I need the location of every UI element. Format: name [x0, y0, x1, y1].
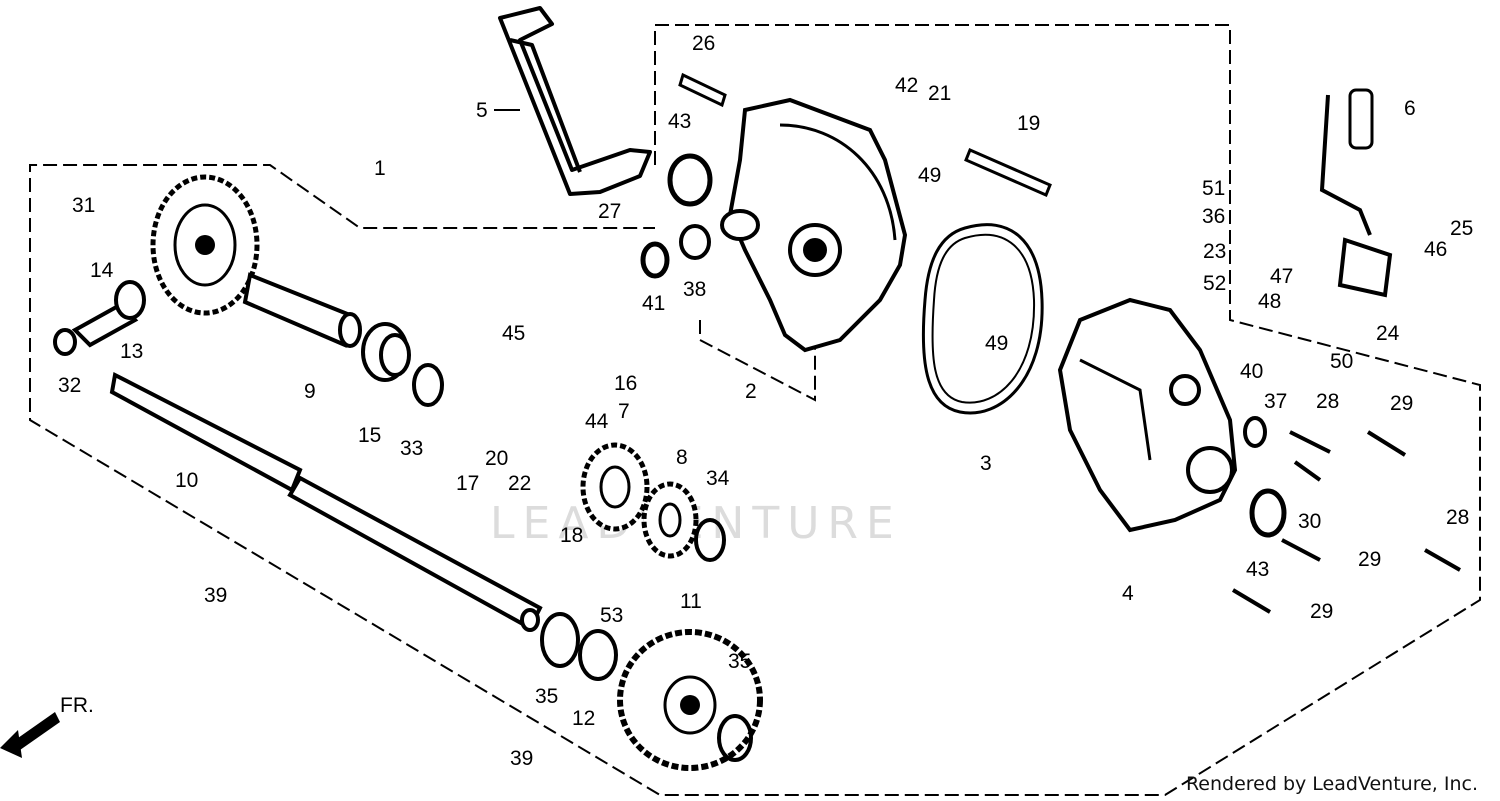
callout-1: 1: [374, 157, 386, 180]
pinion-shaft: [53, 280, 146, 356]
collar-gear: [361, 322, 411, 382]
bearing-43b: [1249, 488, 1287, 538]
callout-31: 31: [72, 194, 95, 217]
grip-part: [1348, 88, 1374, 150]
callout-4: 4: [1122, 582, 1134, 605]
callout-2: 2: [745, 380, 757, 403]
gasket-part: [921, 223, 1044, 415]
bracket-part: [498, 6, 652, 196]
callout-9: 9: [304, 380, 316, 403]
seal-40: [1243, 416, 1267, 448]
callout-51: 51: [1202, 177, 1225, 200]
callout-37: 37: [1264, 390, 1287, 413]
countershaft: [242, 272, 362, 348]
callout-29a: 29: [1390, 392, 1413, 415]
bolts: [1231, 430, 1461, 614]
callout-28b: 28: [1446, 506, 1469, 529]
transmission-case: [1057, 297, 1238, 533]
bolt-26: [678, 72, 727, 108]
seal-41: [640, 241, 670, 279]
render-credit: Rendered by LeadVenture, Inc.: [1185, 773, 1478, 795]
callout-5: 5: [476, 99, 488, 122]
sprocket-8: [641, 481, 699, 559]
washer-35a: [540, 612, 580, 668]
group-outline: [29, 24, 1481, 796]
lever-assembly: [1319, 94, 1393, 298]
callout-26: 26: [692, 32, 715, 55]
callout-33: 33: [400, 437, 423, 460]
callout-49a: 49: [918, 164, 941, 187]
callout-48: 48: [1258, 290, 1281, 313]
callout-24: 24: [1376, 322, 1400, 345]
long-shaft: [109, 371, 543, 632]
callout-19: 19: [1017, 112, 1040, 135]
callout-30: 30: [1298, 510, 1321, 533]
callout-14: 14: [90, 259, 114, 282]
callout-50: 50: [1330, 350, 1353, 373]
bushing-38: [679, 224, 711, 260]
callout-43b: 43: [1246, 558, 1269, 581]
callout-52: 52: [1203, 272, 1226, 295]
washer-33: [412, 363, 444, 407]
callout-32: 32: [58, 374, 81, 397]
housing-cover: [720, 97, 908, 353]
callout-18: 18: [560, 524, 583, 547]
callout-10: 10: [175, 469, 198, 492]
callout-42: 42: [895, 74, 918, 97]
callout-39a: 39: [204, 584, 227, 607]
callout-47: 47: [1270, 265, 1293, 288]
callout-44: 44: [585, 410, 609, 433]
collar-12: [578, 629, 618, 681]
front-arrow-icon: FR.: [0, 694, 94, 758]
callout-49b: 49: [985, 332, 1008, 355]
callout-53: 53: [600, 604, 623, 627]
direction-label: FR.: [60, 694, 94, 717]
shaft-19: [964, 148, 1052, 197]
washer-34: [694, 518, 726, 562]
callout-34: 34: [706, 467, 730, 490]
bearing-43: [667, 153, 713, 207]
callout-41: 41: [642, 292, 665, 315]
callout-25: 25: [1450, 217, 1473, 240]
callout-labels: 1 2 3 4 5 6 7 8 9 10 11 12 13 14 15 16 1…: [58, 32, 1473, 770]
callout-7: 7: [618, 400, 630, 423]
sprocket-7: [580, 442, 650, 532]
callout-43a: 43: [668, 110, 691, 133]
callout-15: 15: [358, 424, 381, 447]
callout-38: 38: [683, 278, 706, 301]
callout-11: 11: [680, 590, 702, 613]
washer-35b: [717, 714, 753, 762]
callout-29b: 29: [1358, 548, 1381, 571]
callout-27: 27: [598, 200, 621, 223]
callout-35a: 35: [535, 685, 558, 708]
callout-40: 40: [1240, 360, 1263, 383]
callout-29c: 29: [1310, 600, 1333, 623]
callout-23: 23: [1203, 240, 1226, 263]
callout-8: 8: [676, 446, 688, 469]
sprocket-11: [617, 629, 763, 771]
callout-20: 20: [485, 447, 508, 470]
callout-13: 13: [120, 340, 143, 363]
callout-3: 3: [980, 452, 992, 475]
callout-39b: 39: [510, 747, 533, 770]
callout-28a: 28: [1316, 390, 1339, 413]
callout-12: 12: [572, 707, 595, 730]
callout-36: 36: [1202, 205, 1225, 228]
callout-35b: 35: [728, 650, 751, 673]
callout-16: 16: [614, 372, 637, 395]
callout-46: 46: [1424, 238, 1447, 261]
callout-22: 22: [508, 472, 531, 495]
callout-17: 17: [456, 472, 479, 495]
callout-6: 6: [1404, 97, 1416, 120]
gear-14: [150, 174, 260, 316]
callout-21: 21: [928, 82, 951, 105]
callout-45: 45: [502, 322, 525, 345]
